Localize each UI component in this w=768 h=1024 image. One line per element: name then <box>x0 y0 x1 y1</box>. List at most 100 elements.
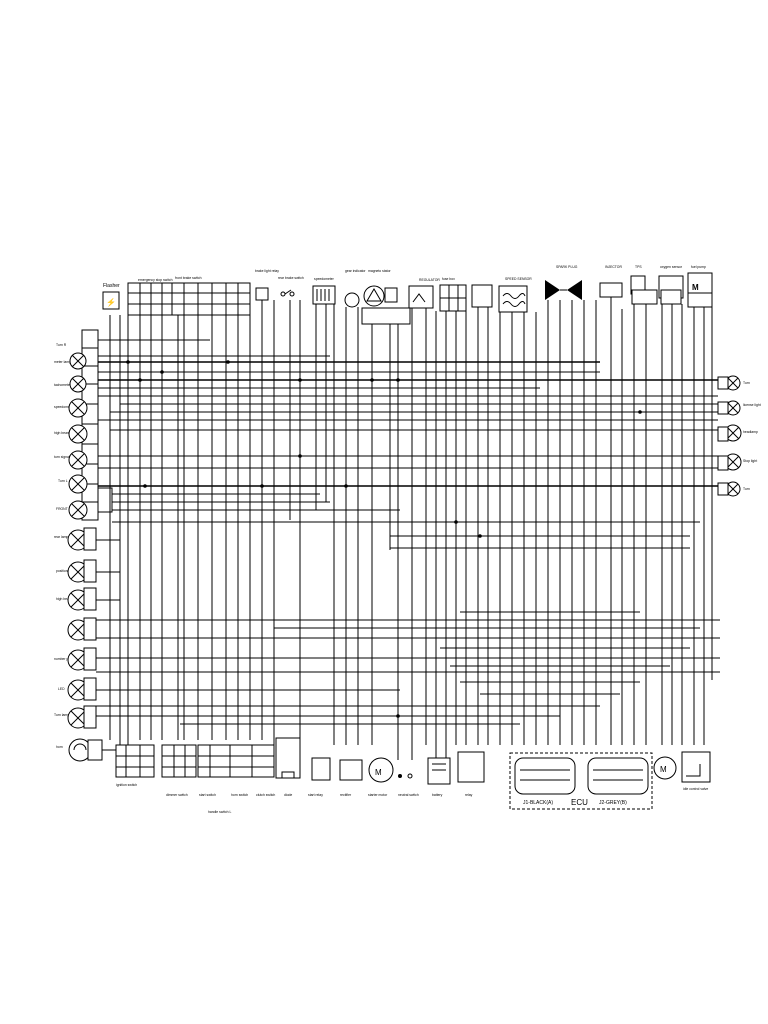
lamp-icon <box>67 707 89 729</box>
svg-text:M: M <box>660 765 667 774</box>
right-lamps: Turn license light headlamp Stop light T… <box>717 375 761 497</box>
right-lamp-label-license: license light <box>743 403 761 407</box>
lamp-label-horn: horn <box>56 745 63 749</box>
rear-brake-switch-label: rear brake switch <box>278 276 304 280</box>
brake-light-relay-box <box>255 287 269 301</box>
lamp-label-turn-l: Turn L <box>58 479 68 483</box>
speed-sensor-box <box>498 285 528 313</box>
tps-label: TPS <box>635 265 642 269</box>
emergency-stop-switch-label: emergency stop switch <box>138 278 173 282</box>
horn-switch-box <box>229 744 253 778</box>
lamp-label-position: position <box>56 569 68 573</box>
left-connector-strip <box>81 329 113 521</box>
lamp-icon <box>725 375 741 391</box>
front-brake-switch-box <box>171 282 251 316</box>
fuel-pump-label: fuel pump <box>691 265 706 269</box>
lamp-icon <box>68 474 88 494</box>
ignition-switch-box <box>115 744 155 778</box>
spark-plug-label: SPARK PLUG <box>556 265 578 269</box>
lamp-icon <box>67 589 89 611</box>
battery-label: battery <box>432 793 443 797</box>
clutch-switch-label: clutch switch <box>256 793 275 797</box>
lamp-icon <box>724 424 742 442</box>
emergency-stop-switch-box <box>127 282 173 316</box>
lamp-label-speedometer: speedometer <box>54 405 75 409</box>
lamp-icon <box>67 679 89 701</box>
lamp-label-tachometer: tachometer light <box>54 383 78 387</box>
start-relay-box <box>311 757 331 781</box>
start-switch-box <box>197 744 231 778</box>
speed-sensor-label: SPEED SENSOR <box>505 277 532 281</box>
dimmer-switch-box <box>161 744 197 778</box>
ecu-connector-grey <box>587 757 649 795</box>
rectifier-box <box>339 759 363 781</box>
ignition-switch-label: ignition switch <box>116 783 137 787</box>
flasher-box <box>102 291 120 310</box>
oxygen-sensor-label: oxygen sensor <box>660 265 683 269</box>
handle-switch-group-label: handle switch L <box>208 810 231 814</box>
rectifier-label: rectifier <box>340 793 352 797</box>
start-switch-label: start switch <box>199 793 216 797</box>
lamp-icon <box>68 450 88 470</box>
svg-text:⚡: ⚡ <box>106 297 116 307</box>
gear-indicator-symbol <box>344 292 360 308</box>
lamp-icon <box>725 400 741 416</box>
lamp-icon <box>67 529 89 551</box>
right-lamp-label-stop: Stop light <box>743 459 757 463</box>
ecu-connector-black <box>514 757 576 795</box>
horn-switch-label: horn switch <box>231 793 248 797</box>
injector-label: INJECTOR <box>605 265 622 269</box>
lamp-label-meter: meter lamp <box>54 360 71 364</box>
starter-motor-symbol <box>368 757 394 783</box>
top-components: Flasher ⚡ emergency stop switch front br… <box>102 265 713 325</box>
regulator-label: REGULATOR <box>419 278 440 282</box>
idle-control-valve-box <box>681 751 711 783</box>
svg-text:M: M <box>375 768 382 777</box>
relay-box <box>457 751 485 783</box>
dimmer-switch-label: dimmer switch <box>166 793 188 797</box>
lamp-label-front: FRONT <box>56 507 68 511</box>
start-relay-label: start relay <box>308 793 323 797</box>
lamp-label-turn-lamp: Turn lamp <box>54 713 69 717</box>
lamp-icon <box>69 352 87 370</box>
motor-symbol <box>653 756 677 780</box>
svg-text:M: M <box>692 283 699 292</box>
right-lamp-label-turn-2: Turn <box>743 487 750 491</box>
lamp-icon <box>69 375 87 393</box>
speedometer-label: speedometer <box>314 277 335 281</box>
flasher-label: Flasher <box>103 283 120 289</box>
magneto-stator-label: magneto stator <box>368 269 391 273</box>
lamp-label-turn-signal: turn signal <box>54 455 70 459</box>
lamp-icon <box>68 500 88 520</box>
speedometer-box <box>312 285 336 305</box>
idle-control-valve-label: idle control valve <box>683 787 708 791</box>
wire-harness <box>96 300 720 760</box>
lamp-icon <box>724 453 742 471</box>
clutch-switch-box <box>251 744 275 778</box>
right-lamp-label-turn: Turn <box>743 381 750 385</box>
ecu-connector-grey-label: J2-GREY(B) <box>599 800 627 806</box>
battery-box <box>427 757 451 785</box>
lamp-label-high-beam-2: high beam <box>56 597 72 601</box>
spark-plug-symbol <box>545 280 560 300</box>
brake-light-relay-label: brake light relay <box>255 269 279 273</box>
lamp-label-rear-lamp: rear lamp <box>54 535 68 539</box>
ecu-label: ECU <box>571 798 588 807</box>
ecu-connector-black-label: J1-BLACK(A) <box>523 800 553 806</box>
lamp-icon <box>68 424 88 444</box>
front-brake-switch-label: front brake switch <box>175 276 202 280</box>
lamp-icon <box>725 481 741 497</box>
lamp-icon <box>67 619 89 641</box>
left-lamps: Turn R meter lamp tachometer light speed… <box>54 343 103 762</box>
fuse-box-label: fuse box <box>442 277 455 281</box>
lamp-icon <box>68 398 88 418</box>
bottom-components: ignition switch dimmer switch start swit… <box>115 737 711 814</box>
diode-label: diode <box>284 793 292 797</box>
lamp-label-number-plate: number plate <box>54 657 74 661</box>
lamp-label-led: LED <box>58 687 65 691</box>
relay-label: relay <box>465 793 473 797</box>
injector-box <box>599 282 623 298</box>
neutral-switch-label: neutral switch <box>398 793 419 797</box>
lamp-label-high-beam: high beam <box>54 431 70 435</box>
